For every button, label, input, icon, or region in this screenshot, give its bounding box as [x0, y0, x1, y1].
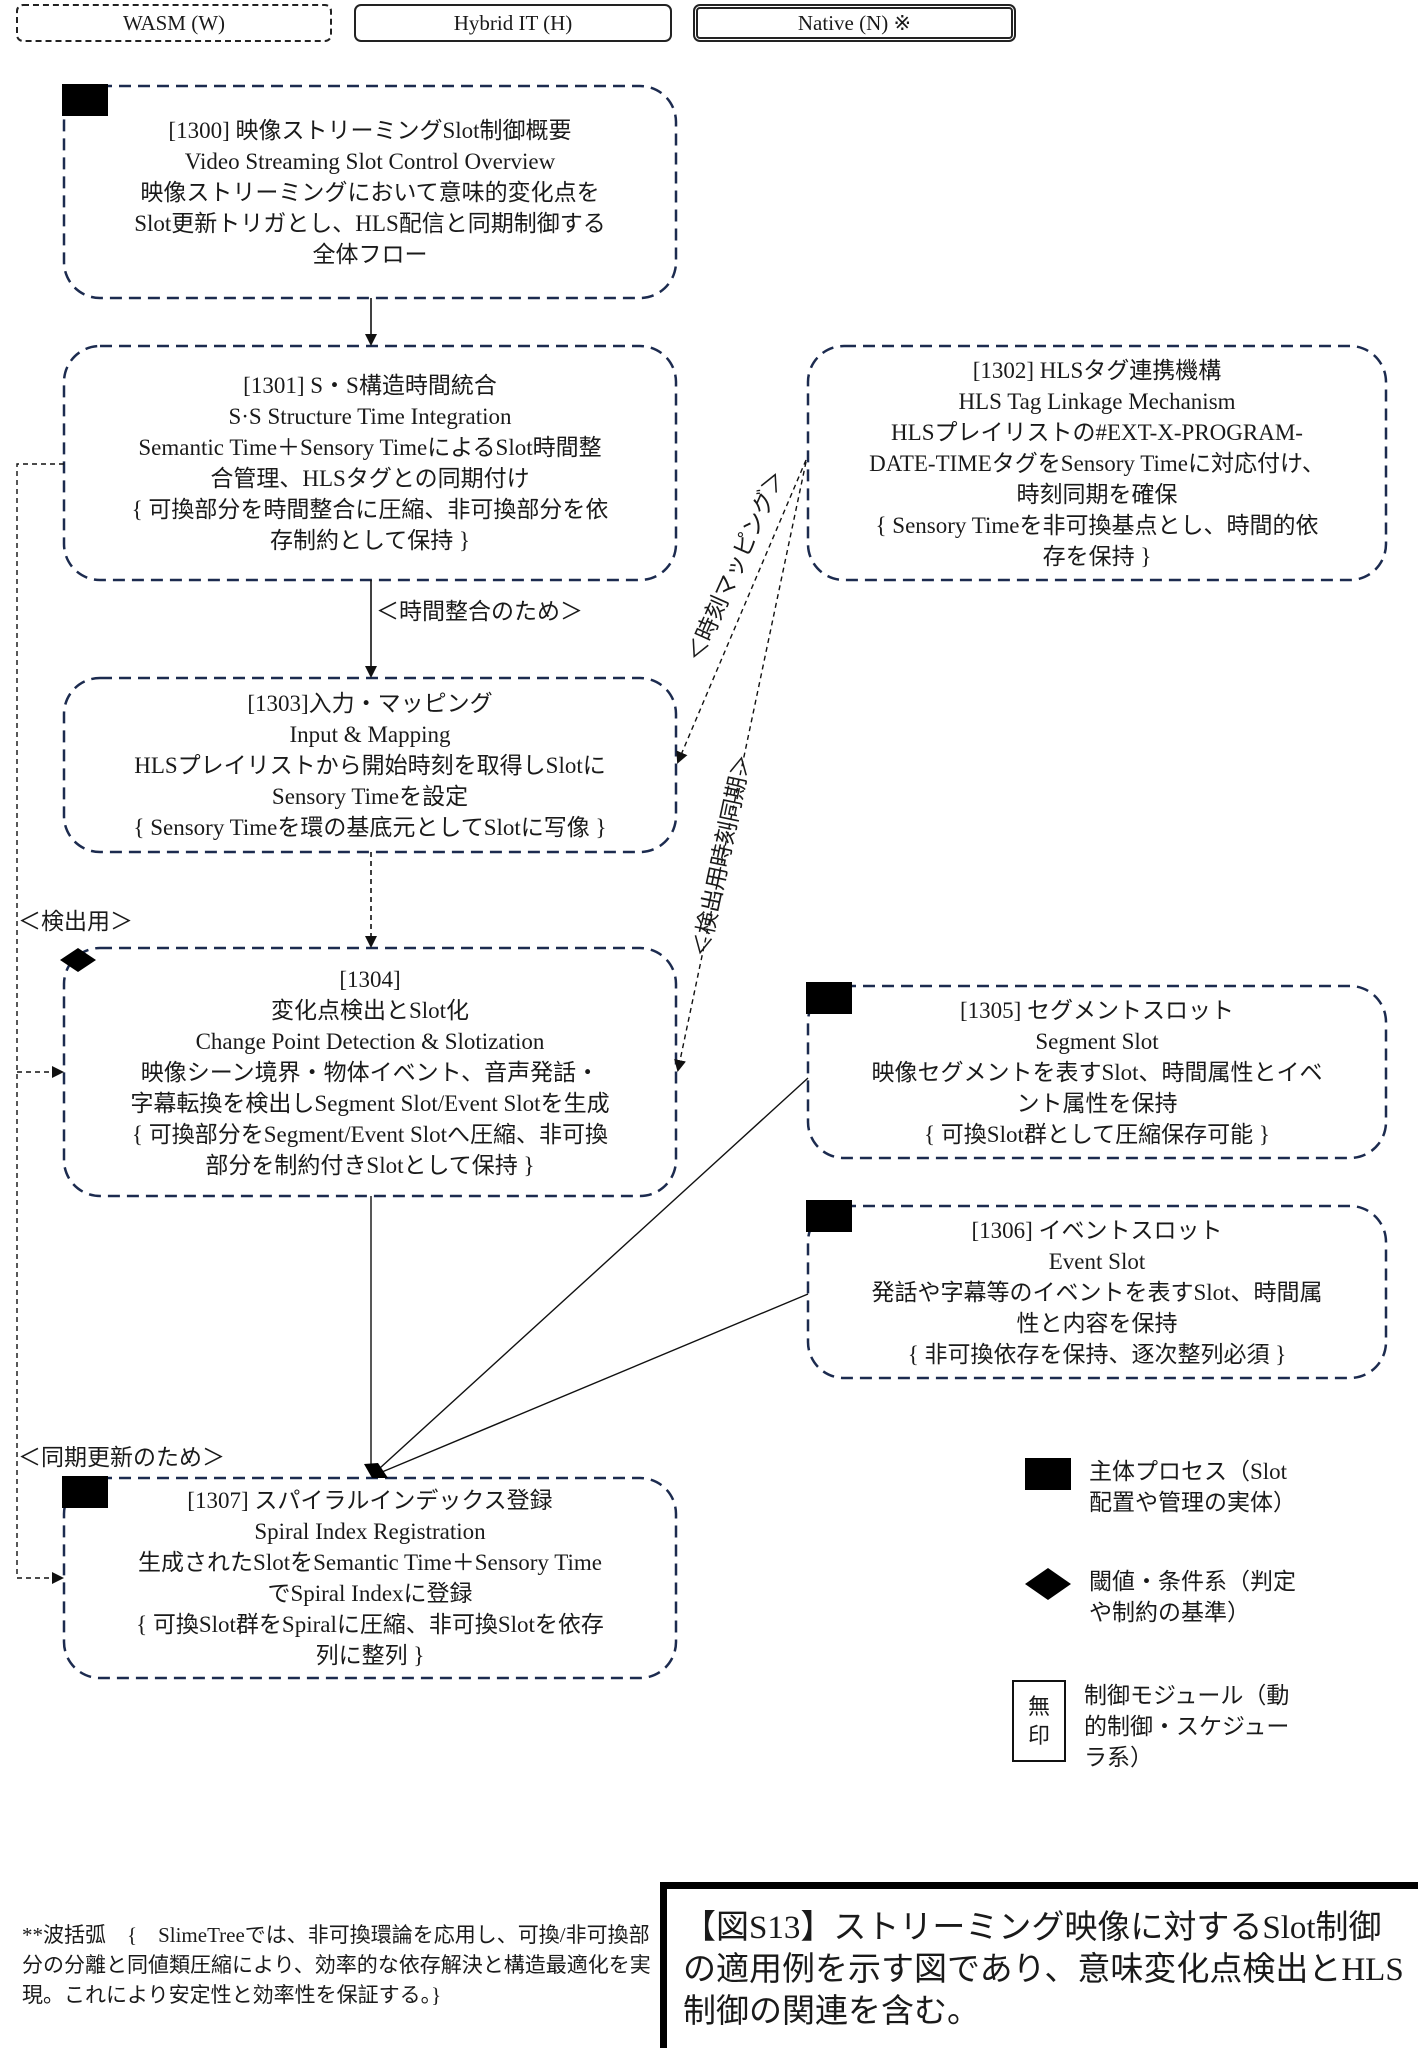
node-1307-title: [1307] スパイラルインデックス登録 [187, 1488, 553, 1513]
legend-diamond-icon [1025, 1568, 1071, 1600]
legend-item-threshold: 閾値・条件系（判定 や制約の基準） [1025, 1566, 1296, 1628]
node-1302-desc: HLSプレイリストの#EXT-X-PROGRAM- [891, 419, 1303, 445]
node-1305-subtitle: Segment Slot [1035, 1028, 1159, 1054]
node-1303-note: { Sensory Timeを環の基底元としてSlotに写像 } [133, 814, 607, 840]
node-1301-desc: Semantic Time＋Sensory TimeによるSlot時間整 [138, 435, 602, 460]
edge-1302-1304 [674, 461, 807, 1072]
tab-wasm[interactable]: WASM (W) [16, 4, 332, 42]
node-1304-note: { 可換部分をSegment/Event Slotへ圧縮、非可換 [131, 1121, 609, 1147]
stamp-char: 印 [1027, 1723, 1050, 1748]
node-1302-border [806, 344, 1388, 582]
legend-process-text: 主体プロセス（Slot [1089, 1459, 1288, 1484]
stamp-char: 無 [1027, 1694, 1050, 1719]
node-1307-desc: でSpiral Indexに登録 [267, 1581, 473, 1606]
node-1302-title: [1302] HLSタグ連携機構 [972, 357, 1222, 383]
node-1303-subtitle: Input & Mapping [289, 721, 451, 747]
legend-threshold-text: 閾値・条件系（判定 [1089, 1569, 1296, 1594]
node-1305-border [806, 984, 1388, 1160]
node-1306-desc: 性と内容を保持 [1016, 1310, 1178, 1336]
node-1307-desc: 生成されたSlotをSemantic Time＋Sensory Time [138, 1550, 602, 1575]
node-1301-desc: 合管理、HLSタグとの同期付け [210, 466, 530, 491]
node-1306-subtitle: Event Slot [1048, 1248, 1146, 1274]
diagram-canvas [16, 84, 1388, 1680]
node-1307-note: 列に整列 } [315, 1643, 425, 1668]
node-1303-title: [1303]入力・マッピング [247, 690, 493, 716]
node-1301-subtitle: S·S Structure Time Integration [228, 404, 512, 429]
node-1305-desc: ント属性を保持 [1016, 1090, 1178, 1116]
legend-process-text: 配置や管理の実体） [1089, 1490, 1296, 1515]
process-marker-icon [806, 1200, 852, 1232]
edge-label-time-alignment: ＜時間整合のため＞ [376, 599, 583, 624]
legend-threshold-text: や制約の基準） [1089, 1600, 1250, 1625]
legend-square-icon [1025, 1458, 1071, 1490]
node-1302-desc: DATE-TIMEタグをSensory Timeに対応付け、 [869, 450, 1325, 476]
node-1303-desc: HLSプレイリストから開始時刻を取得しSlotに [134, 752, 606, 778]
edge-1301-left-bus [16, 463, 64, 1584]
node-1302[interactable]: [1302] HLSタグ連携機構 HLS Tag Linkage Mechani… [808, 346, 1386, 580]
node-1300-border [62, 84, 678, 300]
node-1306-title: [1306] イベントスロット [971, 1217, 1223, 1243]
figure-caption: 【図S13】ストリーミング映像に対するSlot制御の適用例を示す図であり、意味変… [660, 1882, 1418, 2048]
node-1305-desc: 映像セグメントを表すSlot、時間属性とイベ [871, 1059, 1323, 1085]
node-1302-subtitle: HLS Tag Linkage Mechanism [958, 388, 1236, 414]
node-1303-border [62, 676, 678, 854]
tab-hybrid-it[interactable]: Hybrid IT (H) [354, 4, 672, 42]
node-1305[interactable]: [1305] セグメントスロット Segment Slot 映像セグメントを表す… [808, 986, 1386, 1158]
footnote: **波括弧 { SlimeTreeでは、非可換環論を応用し、可換/非可換部分の分… [22, 1923, 651, 2007]
node-1303-desc: Sensory Timeを設定 [271, 783, 469, 809]
node-1301-title: [1301] S・S構造時間統合 [243, 373, 497, 398]
node-1304-desc: 字幕転換を検出しSegment Slot/Event Slotを生成 [130, 1090, 610, 1116]
node-1302-desc: 時刻同期を確保 [1016, 481, 1178, 507]
node-1304-id: [1304] [339, 966, 401, 992]
legend-stamp-icon: 無 印 [1012, 1680, 1066, 1762]
node-1300-desc: 全体フロー [312, 241, 428, 267]
node-1303[interactable]: [1303]入力・マッピング Input & Mapping HLSプレイリスト… [64, 678, 676, 852]
node-1307-subtitle: Spiral Index Registration [254, 1519, 486, 1544]
node-1302-note: { Sensory Timeを非可換基点とし、時間的依 [875, 512, 1319, 538]
node-1305-title: [1305] セグメントスロット [959, 997, 1235, 1023]
edge-1302-1303 [676, 459, 807, 764]
legend-control-text: ラ系） [1084, 1745, 1153, 1770]
node-1301-note: { 可換部分を時間整合に圧縮、非可換部分を依 [131, 497, 609, 522]
edge-1306-1307 [381, 1293, 809, 1473]
node-1306-desc: 発話や字幕等のイベントを表すSlot、時間属 [871, 1279, 1323, 1305]
node-1301-border [62, 344, 678, 582]
tab-native[interactable]: Native (N) ※ [693, 4, 1016, 42]
legend-control-text: 制御モジュール（動 [1084, 1683, 1290, 1708]
legend-control-text: 的制御・スケジュー [1084, 1714, 1290, 1739]
node-1301[interactable]: [1301] S・S構造時間統合 S·S Structure Time Inte… [64, 346, 676, 580]
node-1306-border [806, 1204, 1388, 1380]
edge-label-sync-update: ＜同期更新のため＞ [18, 1445, 225, 1470]
process-marker-icon [62, 1476, 108, 1508]
node-1307[interactable]: [1307] スパイラルインデックス登録 Spiral Index Regist… [64, 1478, 676, 1678]
node-1301-note: 存制約として保持 } [269, 528, 471, 553]
threshold-diamond-icon [60, 948, 96, 972]
edge-label-for-detection: ＜検出用＞ [18, 909, 133, 934]
node-1300-title: [1300] 映像ストリーミングSlot制御概要 [168, 117, 572, 143]
legend-item-process: 主体プロセス（Slot 配置や管理の実体） [1025, 1456, 1296, 1518]
node-1302-note: 存を保持 } [1042, 543, 1152, 569]
node-1307-note: { 可換Slot群をSpiralに圧縮、非可換Slotを依存 [136, 1612, 604, 1637]
node-1306[interactable]: [1306] イベントスロット Event Slot 発話や字幕等のイベントを表… [808, 1206, 1386, 1378]
node-1300-desc: 映像ストリーミングにおいて意味的変化点を [140, 179, 600, 205]
node-1300[interactable]: [1300] 映像ストリーミングSlot制御概要 Video Streaming… [64, 86, 676, 298]
process-marker-icon [806, 982, 852, 1014]
node-1305-note: { 可換Slot群として圧縮保存可能 } [924, 1121, 1270, 1147]
node-1304[interactable]: [1304] 変化点検出とSlot化 Change Point Detectio… [64, 948, 676, 1196]
node-1307-border [62, 1476, 678, 1680]
legend-item-control: 無 印 制御モジュール（動 的制御・スケジュー ラ系） [1012, 1680, 1290, 1773]
node-1306-note: { 非可換依存を保持、逐次整列必須 } [907, 1341, 1287, 1367]
node-1300-subtitle: Video Streaming Slot Control Overview [184, 148, 556, 174]
node-1304-desc: 映像シーン境界・物体イベント、音声発話・ [140, 1059, 600, 1085]
node-1304-subtitle: Change Point Detection & Slotization [195, 1028, 545, 1054]
convergence-arrowhead [364, 1463, 388, 1478]
node-1304-border [62, 946, 678, 1198]
edge-1305-1307 [379, 1077, 809, 1469]
process-marker-icon [62, 84, 108, 116]
node-1300-desc: Slot更新トリガとし、HLS配信と同期制御する [134, 210, 606, 236]
node-1304-title: 変化点検出とSlot化 [270, 997, 470, 1023]
node-1304-note: 部分を制約付きSlotとして保持 } [205, 1152, 535, 1178]
